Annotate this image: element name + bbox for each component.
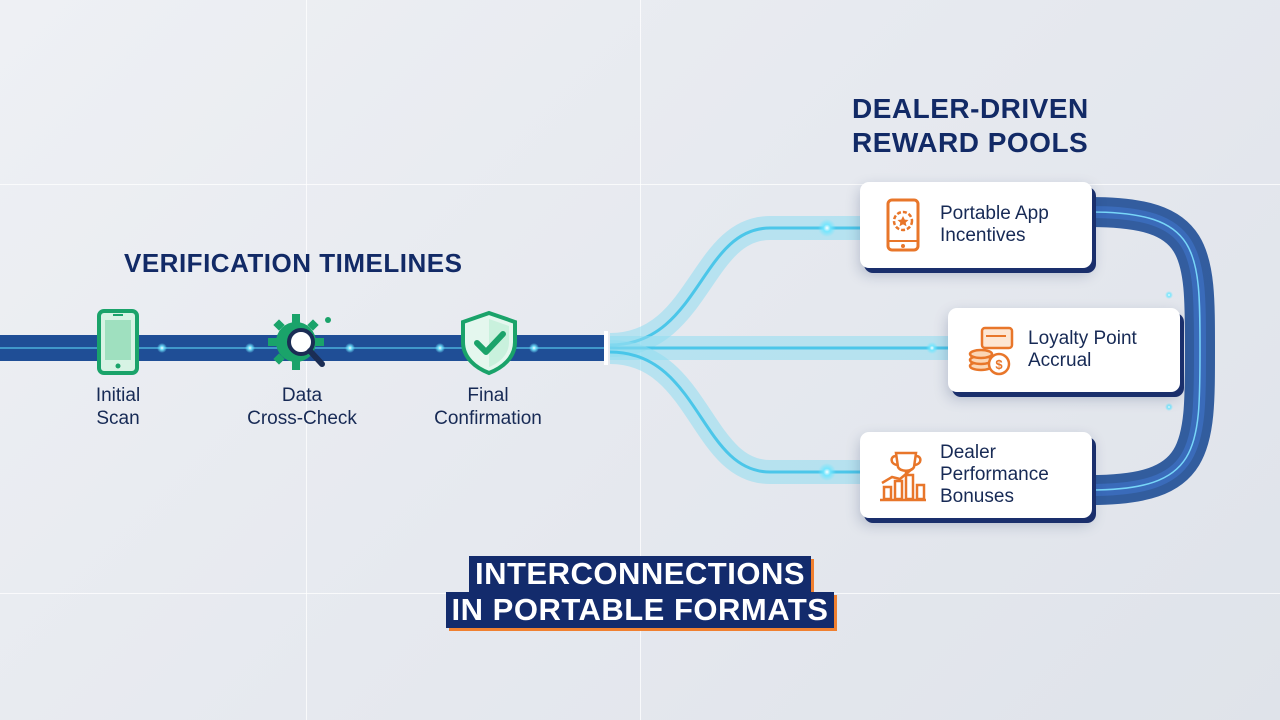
gear-magnifier-icon [268,314,331,370]
card-text-line: Incentives [940,225,1026,246]
rewards-heading-line2: REWARD POOLS [852,127,1089,158]
card-loyalty-point-accrual: $ Loyalty Point Accrual [948,308,1180,392]
step-label-line: Initial [95,385,141,406]
step-label-line: Confirmation [434,408,542,429]
phone-scan-icon [97,309,139,375]
pipe-nodes [157,343,539,353]
card-text-line: Accrual [1028,350,1092,371]
card-text: Loyalty Point Accrual [1028,328,1137,372]
pipe-end-cap [604,331,608,365]
card-text-line: Performance [940,464,1049,485]
footer-title: INTERCONNECTIONS IN PORTABLE FORMATS [440,556,840,628]
step-label-line: Scan [96,408,140,429]
card-dealer-performance-bonuses: Dealer Performance Bonuses [860,432,1092,518]
step-data-cross-check: Data Cross-Check [222,384,382,430]
card-text-line: Bonuses [940,486,1014,507]
step-label-line: Data [281,385,323,406]
rewards-heading-line1: DEALER-DRIVEN [852,93,1089,124]
grid-line [0,184,1280,185]
branch-flows [609,216,950,484]
card-text: Portable App Incentives [940,203,1049,247]
trophy-bar-chart-icon [880,451,926,502]
shield-check-icon [461,310,517,376]
step-label-line: Cross-Check [247,408,357,429]
card-text-line: Dealer [940,442,996,463]
card-portable-app-incentives: Portable App Incentives [860,182,1092,268]
step-final-confirmation: Final Confirmation [408,384,568,430]
footer-line2: IN PORTABLE FORMATS [445,592,835,628]
card-text-line: Loyalty Point [1028,328,1137,349]
coins-card-icon: $ [968,326,1014,376]
step-initial-scan: Initial Scan [38,384,198,430]
card-text-line: Portable App [940,203,1049,224]
svg-text:$: $ [995,357,1003,372]
card-text: Dealer Performance Bonuses [940,442,1049,508]
mobile-app-star-icon [886,198,920,252]
rewards-heading: DEALER-DRIVEN REWARD POOLS [852,92,1132,160]
step-label-line: Final [467,385,509,406]
verification-heading: VERIFICATION TIMELINES [124,248,463,278]
footer-line1: INTERCONNECTIONS [468,556,812,592]
